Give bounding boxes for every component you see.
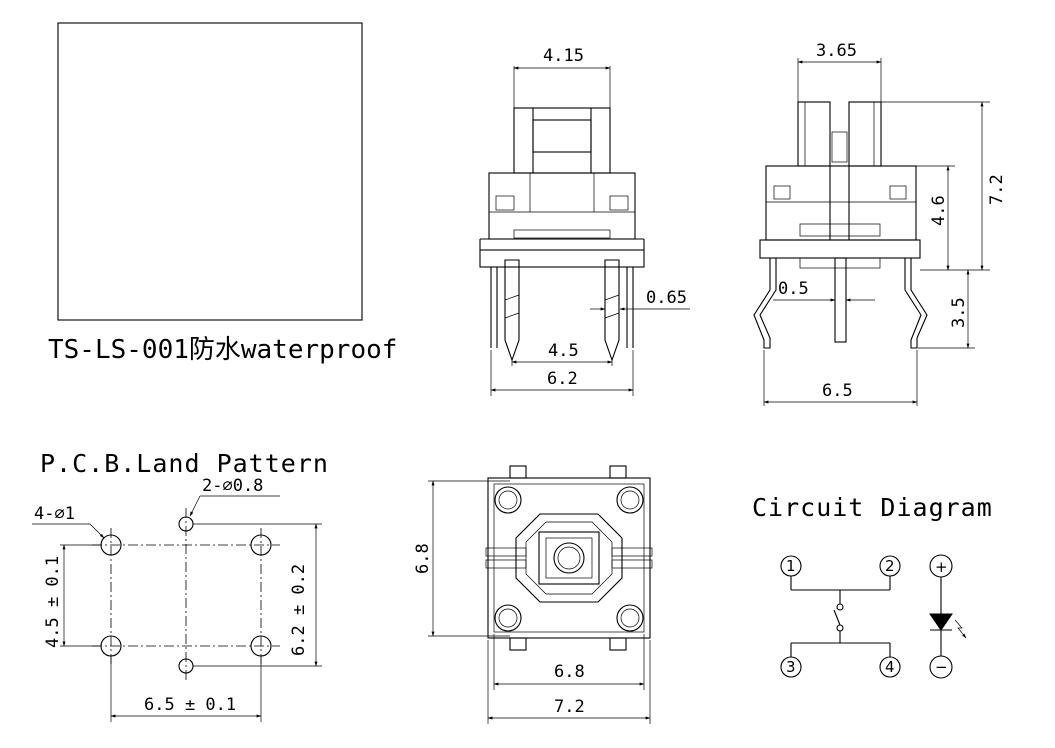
product-caption: TS-LS-001防水waterproof	[48, 335, 397, 365]
side-dim-height-total: 7.2	[987, 174, 1007, 205]
pcb-land-pattern	[32, 495, 322, 722]
top-view-drawing	[428, 465, 653, 724]
led-minus-terminal: −	[935, 658, 948, 676]
front-dim-pin-width: 0.65	[646, 288, 687, 308]
circuit-pin-2: 2	[885, 557, 895, 575]
pcb-dim-vertical-left: 4.5 ± 0.1	[43, 556, 63, 648]
product-photo-frame	[57, 22, 363, 321]
front-dim-top-width: 4.15	[543, 46, 584, 66]
led-plus-terminal: +	[935, 558, 948, 576]
pcb-holes-large: 4-⌀1	[34, 504, 75, 524]
circuit-title: Circuit Diagram	[752, 493, 993, 522]
circuit-pin-4: 4	[885, 658, 895, 676]
front-dim-overall: 6.2	[547, 369, 578, 389]
circuit-diagram	[780, 554, 967, 679]
front-view-drawing	[479, 66, 690, 396]
pcb-title: P.C.B.Land Pattern	[40, 449, 329, 478]
top-dim-outer-width: 7.2	[554, 697, 585, 717]
pcb-dim-vertical-right: 6.2 ± 0.2	[289, 564, 309, 656]
front-dim-pin-pitch: 4.5	[548, 341, 579, 361]
circuit-pin-3: 3	[786, 658, 796, 676]
circuit-pin-1: 1	[786, 557, 796, 575]
side-dim-top-width: 3.65	[816, 41, 857, 61]
side-dim-pin-width: 0.5	[778, 279, 809, 299]
side-dim-pin-length: 3.5	[949, 297, 969, 328]
top-dim-height: 6.8	[413, 543, 433, 574]
top-dim-inner-width: 6.8	[554, 662, 585, 682]
side-view-drawing	[753, 58, 990, 406]
side-dim-overall: 6.5	[822, 381, 853, 401]
pcb-dim-horizontal: 6.5 ± 0.1	[144, 695, 236, 715]
pcb-holes-small: 2-⌀0.8	[202, 476, 263, 496]
side-dim-height-body: 4.6	[929, 195, 949, 226]
